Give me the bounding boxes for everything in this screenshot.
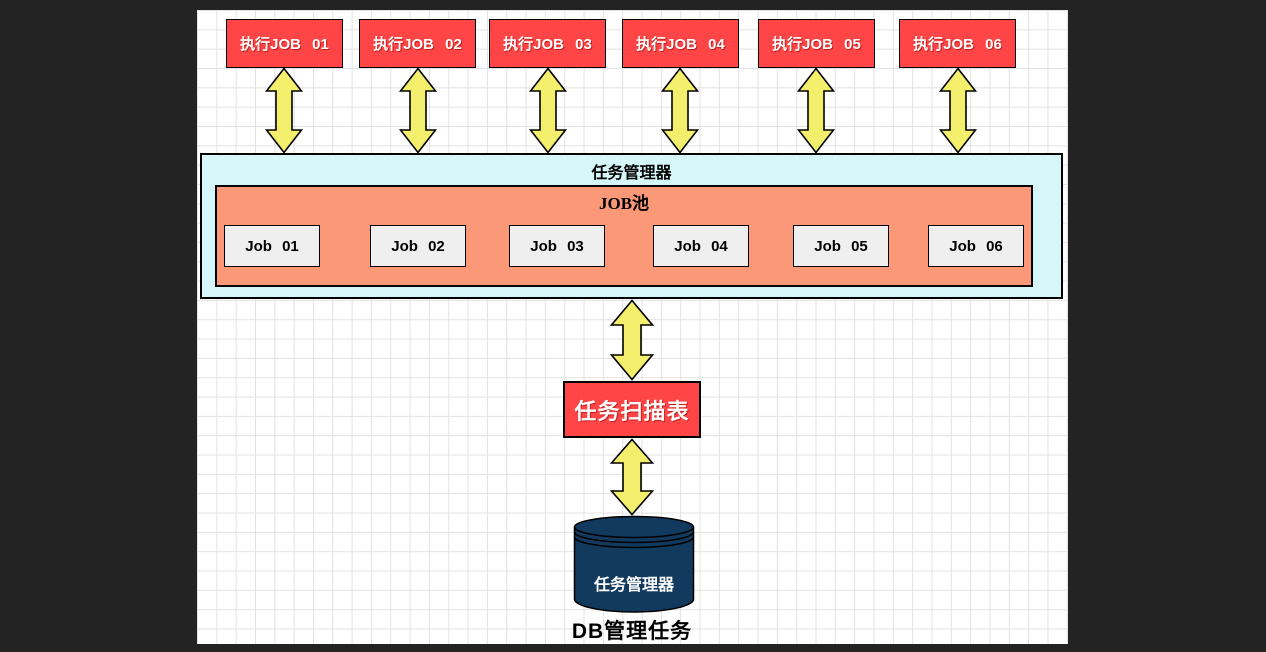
database-cylinder: 任务管理器 (573, 515, 695, 614)
double-arrow-icon (265, 67, 303, 154)
db-task-caption: DB管理任务 (571, 620, 693, 643)
double-arrow-icon (529, 67, 567, 154)
job-03-box: Job 03 (509, 225, 605, 267)
job-05-box: Job 05 (793, 225, 889, 267)
double-arrow-icon (797, 67, 835, 154)
executor-job-06-box: 执行JOB 06 (899, 19, 1016, 68)
diagram-canvas: 执行JOB 01 执行JOB 02 执行JOB 03 执行JOB 04 执行JO… (197, 10, 1068, 644)
database-icon (573, 515, 695, 613)
task-manager-title: 任务管理器 (591, 165, 672, 182)
job-pool-title: JOB池 (598, 194, 650, 213)
executor-job-03-box: 执行JOB 03 (489, 19, 606, 68)
executor-job-02-box: 执行JOB 02 (359, 19, 476, 68)
executor-job-01-box: 执行JOB 01 (226, 19, 343, 68)
double-arrow-icon (939, 67, 977, 154)
database-label: 任务管理器 (593, 577, 674, 594)
job-02-box: Job 02 (370, 225, 466, 267)
job-06-box: Job 06 (928, 225, 1024, 267)
double-arrow-icon (661, 67, 699, 154)
double-arrow-icon (610, 438, 654, 516)
double-arrow-icon (610, 299, 654, 381)
executor-job-05-box: 执行JOB 05 (758, 19, 875, 68)
job-01-box: Job 01 (224, 225, 320, 267)
task-scan-table-box: 任务扫描表 (563, 381, 701, 438)
job-04-box: Job 04 (653, 225, 749, 267)
double-arrow-icon (399, 67, 437, 154)
job-pool-container: JOB池 (215, 185, 1033, 287)
executor-job-04-box: 执行JOB 04 (622, 19, 739, 68)
